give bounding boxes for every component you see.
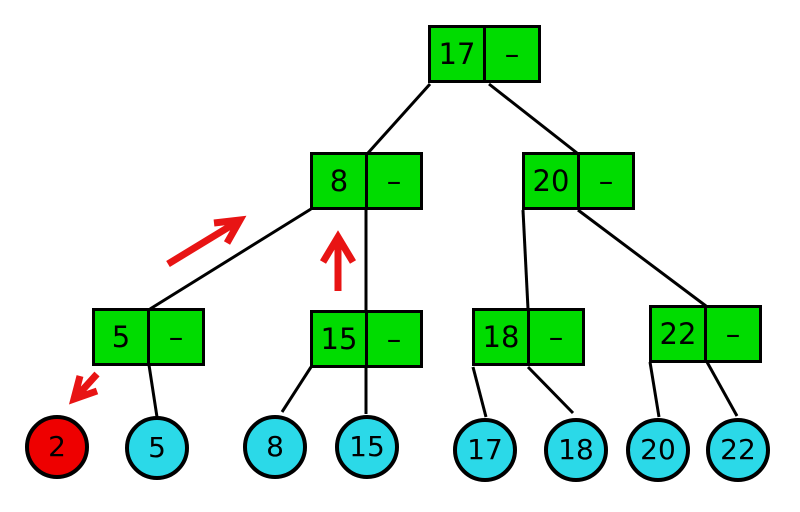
edge-15-to-leaf8: [280, 366, 313, 413]
node-5-key-cell: 5: [95, 311, 150, 363]
node-17-pointer-cell: –: [504, 36, 520, 71]
leaf-2-highlighted: 2: [25, 415, 89, 479]
node-22-key-cell: 22: [652, 308, 707, 360]
edge-20-to-22: [577, 208, 707, 308]
node-18-key-cell: 18: [475, 311, 530, 363]
node-8-key-cell: 8: [313, 155, 368, 207]
edge-5-to-leaf5: [147, 364, 159, 418]
node-20-pointer-cell: –: [598, 163, 614, 198]
leaf-8: 8: [243, 415, 307, 479]
node-8-pointer-cell: –: [386, 163, 402, 198]
arrow-up-icon: [319, 230, 357, 291]
btree-node-18: 18 –: [472, 308, 585, 366]
edge-18-to-leaf18: [526, 365, 575, 415]
leaf-15: 15: [335, 415, 399, 479]
btree-node-20: 20 –: [522, 152, 635, 210]
btree-node-15: 15 –: [310, 310, 423, 368]
node-17-key-cell: 17: [431, 28, 486, 80]
edge-8-to-5: [149, 207, 312, 311]
edge-root-to-8: [366, 82, 432, 155]
leaf-22: 22: [706, 418, 770, 482]
btree-node-17: 17 –: [428, 25, 541, 83]
node-15-key-cell: 15: [313, 313, 368, 365]
tree-edges: [147, 82, 739, 418]
node-22-pointer-cell: –: [725, 316, 741, 351]
leaf-17: 17: [453, 418, 517, 482]
btree-node-8: 8 –: [310, 152, 423, 210]
node-18-pointer-cell: –: [548, 319, 564, 354]
insertion-arrows: [68, 215, 357, 405]
arrow-up-right-icon: [166, 215, 247, 267]
btree-node-5: 5 –: [92, 308, 205, 366]
edge-root-to-20: [488, 82, 578, 155]
node-15-pointer-cell: –: [386, 321, 402, 356]
leaf-18: 18: [544, 418, 608, 482]
btree-node-22: 22 –: [649, 305, 762, 363]
arrow-down-left-icon: [68, 371, 100, 405]
leaf-20: 20: [626, 418, 690, 482]
node-5-pointer-cell: –: [168, 319, 184, 354]
edge-22-to-leaf22: [705, 361, 739, 417]
edge-20-to-18: [521, 209, 530, 310]
node-20-key-cell: 20: [525, 155, 580, 207]
edge-22-to-leaf20: [648, 361, 661, 418]
leaf-5: 5: [125, 416, 189, 480]
edge-18-to-leaf17: [471, 366, 488, 418]
